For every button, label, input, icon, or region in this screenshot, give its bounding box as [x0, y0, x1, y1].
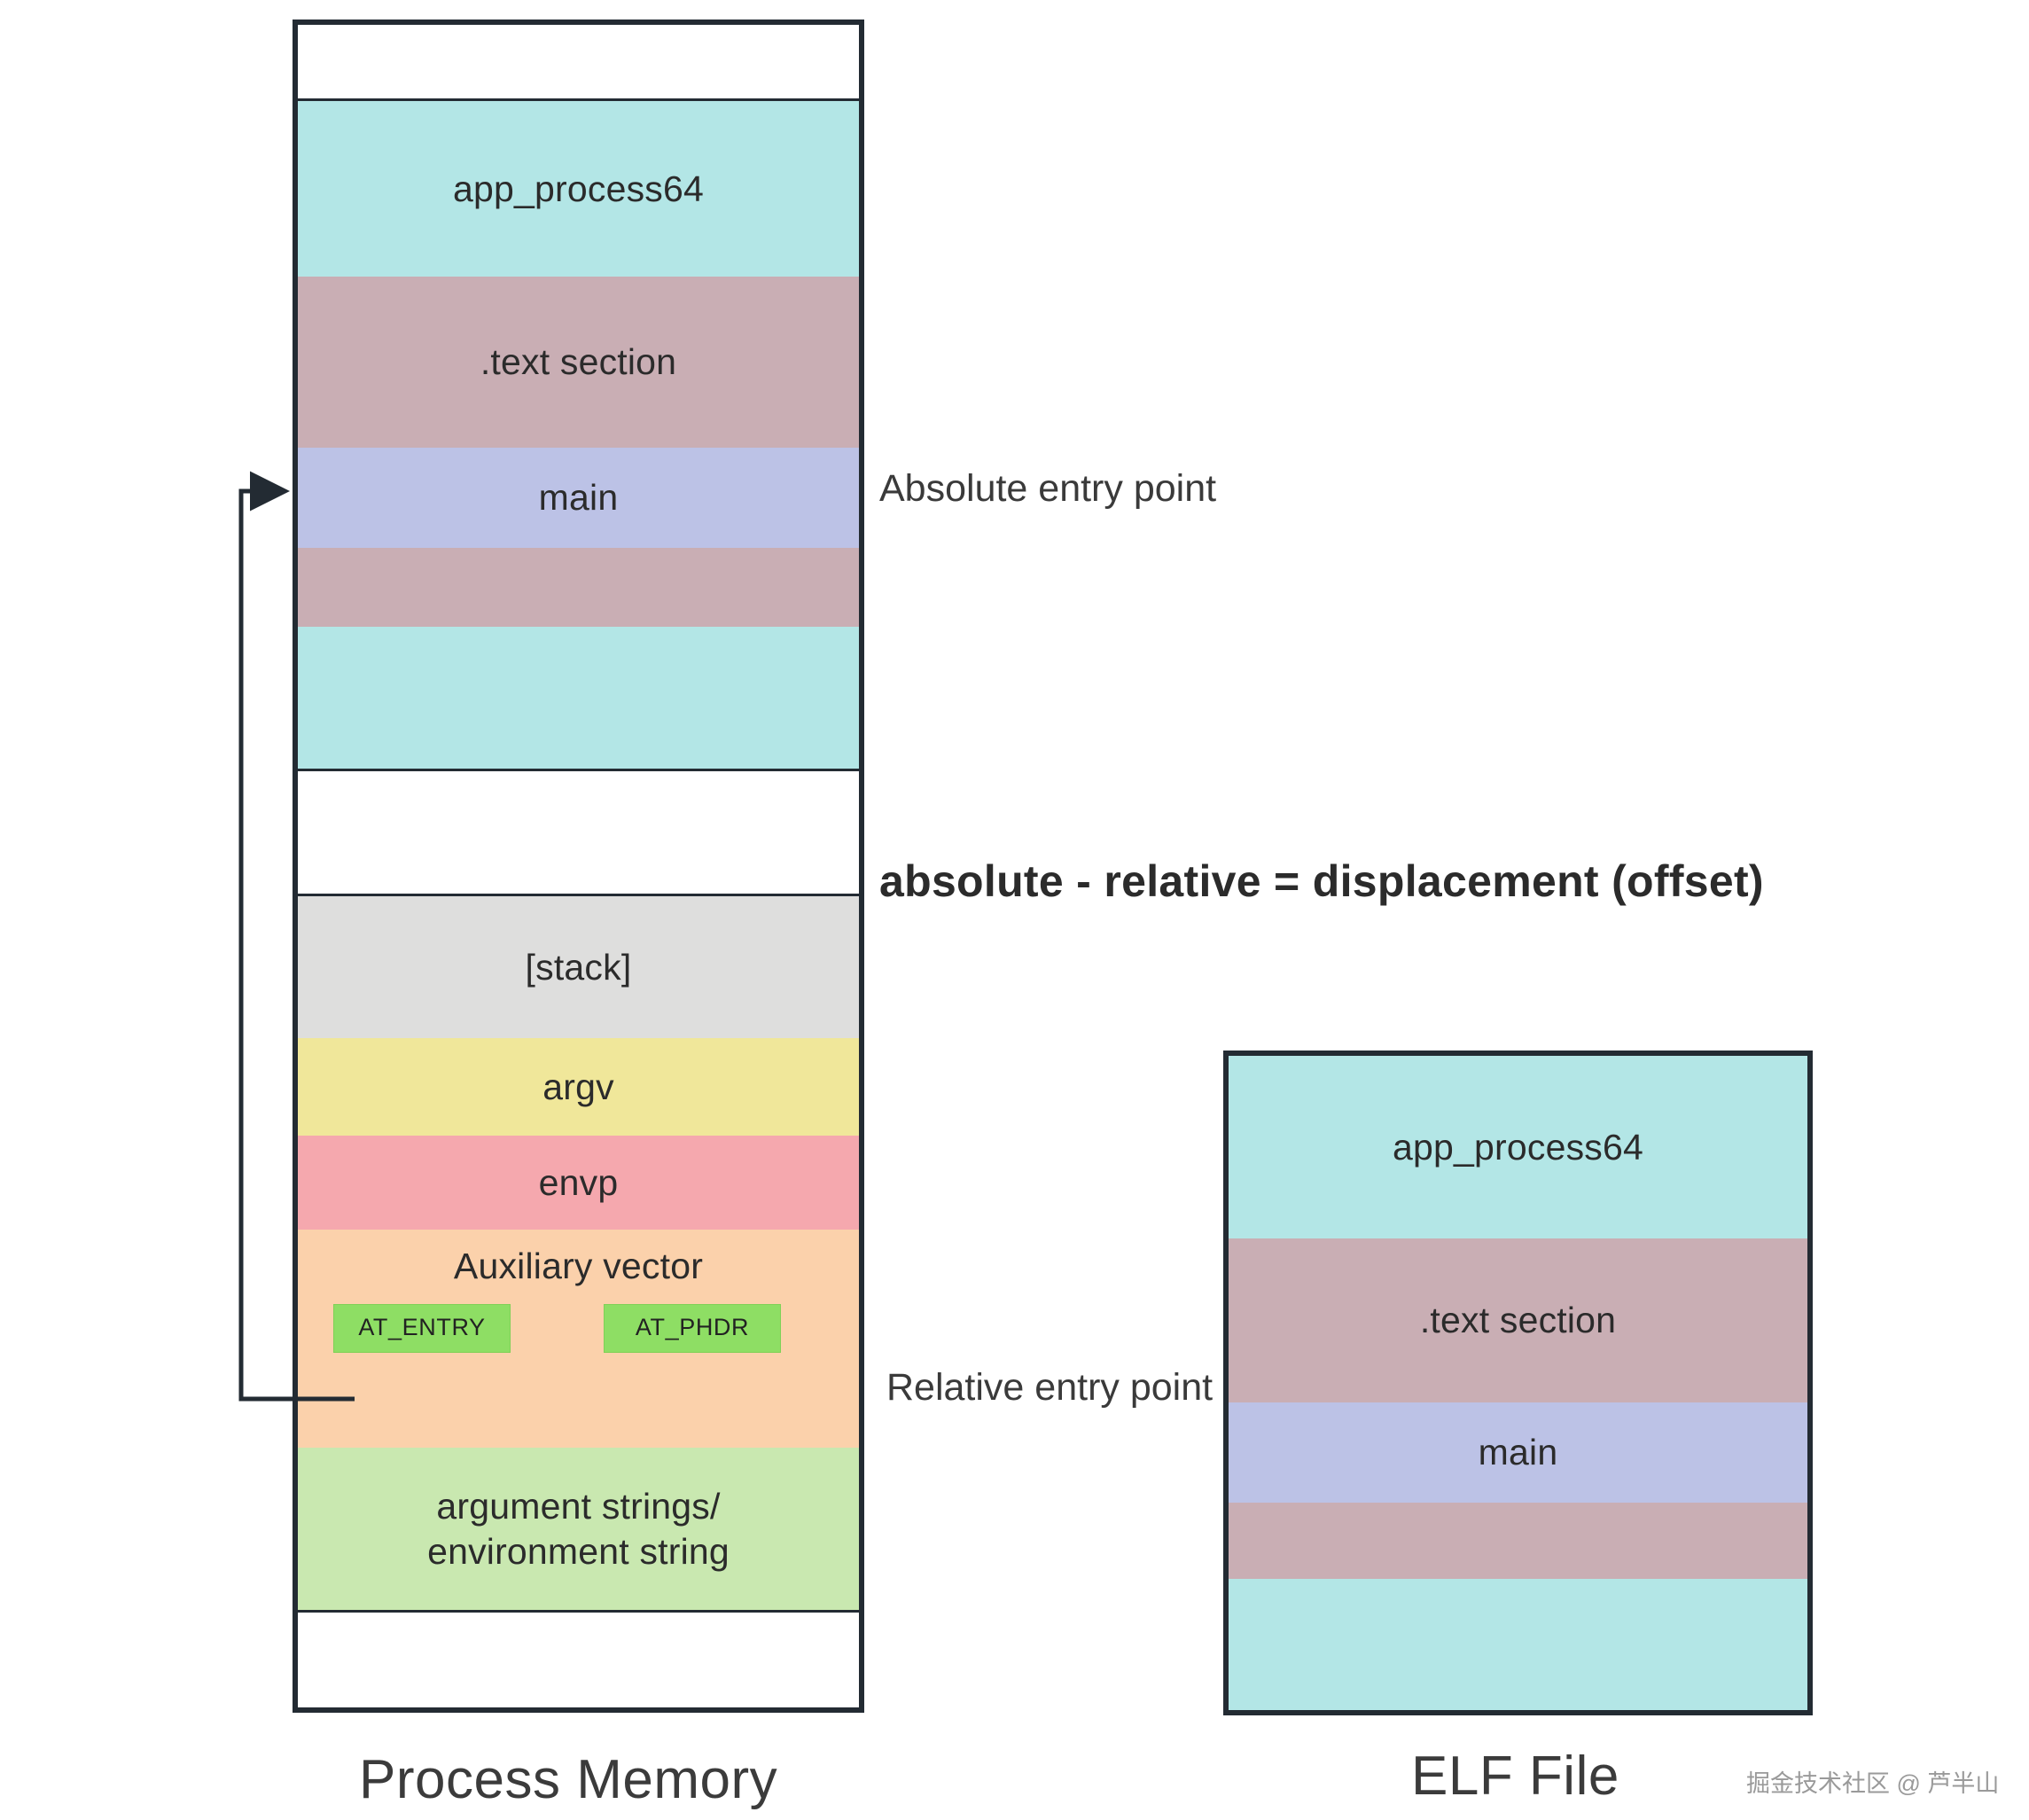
elf-band-spacer-3	[1229, 1503, 1807, 1579]
aux-entry-at-entry[interactable]: AT_ENTRY	[333, 1304, 511, 1353]
elf-band-spacer-4	[1229, 1579, 1807, 1710]
watermark: 掘金技术社区 @ 芦半山	[1746, 1770, 2000, 1797]
memory-band-spacer-12	[298, 1613, 859, 1699]
band-label: .text section	[1419, 1300, 1617, 1341]
elf-band-app-process64: app_process64	[1229, 1056, 1807, 1238]
band-label: app_process64	[1393, 1126, 1643, 1168]
band-label: .text section	[480, 341, 677, 383]
memory-band-spacer-6	[298, 771, 859, 896]
relative-entry-point-label: Relative entry point	[886, 1366, 1213, 1409]
elf-file-column: app_process64 .text section main	[1223, 1051, 1813, 1715]
displacement-formula: absolute - relative = displacement (offs…	[879, 856, 1764, 906]
band-label: main	[1478, 1432, 1558, 1473]
memory-band-stack: [stack]	[298, 896, 859, 1038]
memory-band-argv: argv	[298, 1038, 859, 1136]
band-label: [stack]	[525, 946, 632, 988]
memory-band-app-process64: app_process64	[298, 101, 859, 277]
memory-band-spacer-5	[298, 627, 859, 771]
elf-file-caption: ELF File	[1411, 1746, 1619, 1807]
band-label: main	[538, 477, 619, 519]
elf-band-text-section: .text section	[1229, 1238, 1807, 1402]
memory-band-spacer-0	[298, 25, 859, 101]
memory-band-argument-strings: argument strings/ environment string	[298, 1448, 859, 1613]
band-label: Auxiliary vector	[453, 1246, 704, 1286]
aux-entry-at-phdr[interactable]: AT_PHDR	[604, 1304, 781, 1353]
process-memory-column: app_process64 .text section main [stack] arg…	[293, 20, 864, 1713]
memory-band-envp: envp	[298, 1136, 859, 1230]
absolute-entry-point-label: Absolute entry point	[879, 467, 1217, 510]
process-memory-caption: Process Memory	[359, 1749, 778, 1810]
band-label: envp	[538, 1161, 619, 1203]
memory-band-main: main	[298, 448, 859, 548]
memory-band-spacer-4	[298, 548, 859, 627]
band-label: argument strings/ environment string	[427, 1486, 730, 1572]
elf-band-main: main	[1229, 1402, 1807, 1503]
memory-band-text-section: .text section	[298, 277, 859, 448]
band-label: argv	[542, 1066, 614, 1107]
band-label: app_process64	[453, 168, 704, 209]
auxiliary-vector-entries: AT_ENTRY AT_PHDR	[298, 1304, 859, 1353]
